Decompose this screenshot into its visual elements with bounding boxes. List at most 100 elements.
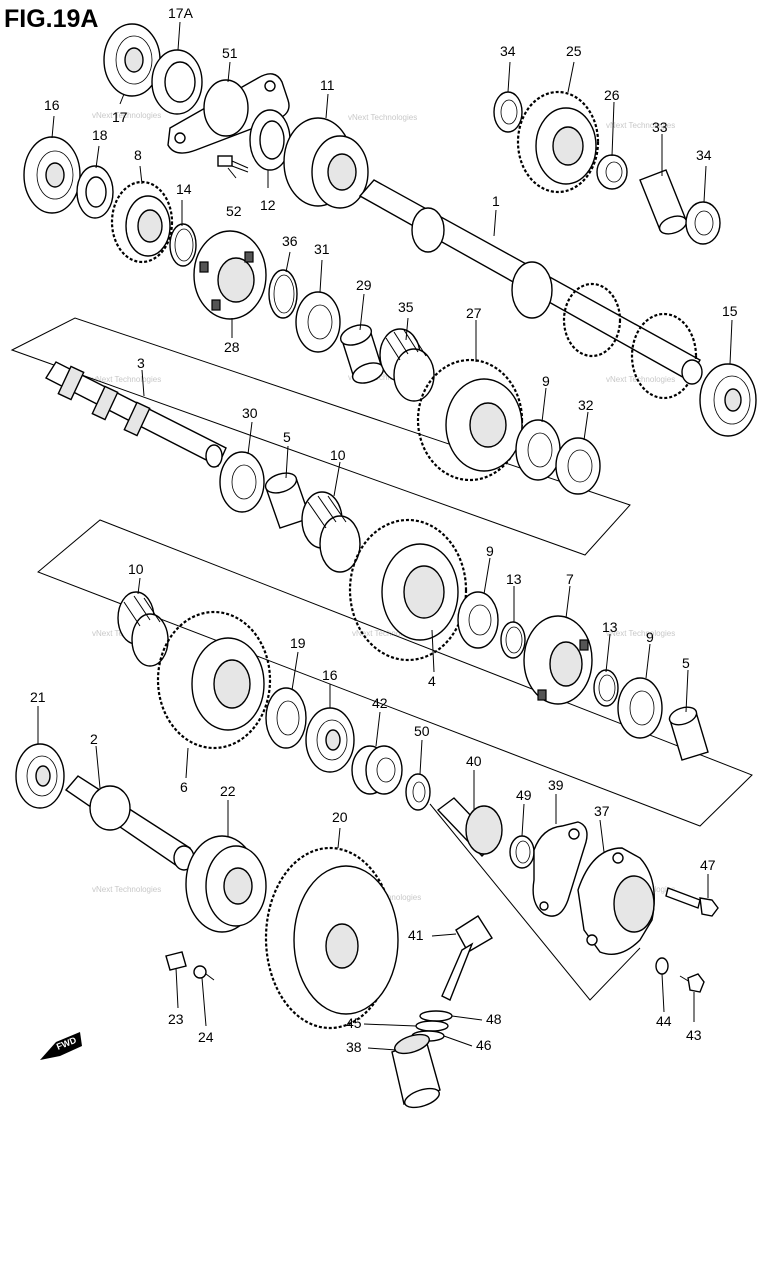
- callout-47: 47: [700, 857, 716, 873]
- callout-22: 22: [220, 783, 236, 799]
- callout-34: 34: [500, 43, 516, 59]
- callout-4: 4: [428, 673, 436, 689]
- callout-32: 32: [578, 397, 594, 413]
- part-20-final-gear: [264, 846, 399, 1030]
- part-52-screw: [217, 155, 249, 173]
- callout-43: 43: [686, 1027, 702, 1043]
- callout-40: 40: [466, 753, 482, 769]
- watermark: vNext Technologies: [352, 629, 421, 638]
- part-2-output-shaft: [64, 775, 195, 871]
- part-13-circlip: [593, 669, 619, 707]
- callout-41: 41: [408, 927, 424, 943]
- part-9-splined-washer: [457, 591, 499, 649]
- callout-14: 14: [176, 181, 192, 197]
- callout-9: 9: [542, 373, 550, 389]
- part-9-splined-washer: [515, 419, 561, 481]
- callout-5: 5: [682, 655, 690, 671]
- part-14-circlip: [169, 223, 197, 267]
- part-17-bearing: [103, 23, 161, 97]
- watermark: vNext Technologies: [606, 629, 675, 638]
- watermark: vNext Technologies: [92, 111, 161, 120]
- part-3-driveshaft: [45, 361, 227, 468]
- callout-28: 28: [224, 339, 240, 355]
- part-16-bearing: [23, 136, 81, 214]
- part-6-gear: [156, 610, 272, 750]
- part-40-drive-gear: [436, 797, 503, 858]
- part-28-shift-gear: [193, 230, 267, 320]
- watermark: vNext Technologies: [92, 375, 161, 384]
- callout-48: 48: [486, 1011, 502, 1027]
- part-35-needle-bearing: [379, 328, 435, 402]
- callout-1: 1: [492, 193, 500, 209]
- callout-10: 10: [330, 447, 346, 463]
- callout-15: 15: [722, 303, 738, 319]
- part-42-bushing: [351, 745, 403, 795]
- part-27-gear: [416, 358, 524, 482]
- part-1-countershaft: [358, 179, 703, 400]
- callout-26: 26: [604, 87, 620, 103]
- part-13-circlip: [500, 621, 526, 659]
- callout-13: 13: [602, 619, 618, 635]
- callout-33: 33: [652, 119, 668, 135]
- callout-44: 44: [656, 1013, 672, 1029]
- part-29-bushing: [339, 324, 385, 384]
- callout-34: 34: [696, 147, 712, 163]
- callout-16: 16: [322, 667, 338, 683]
- callouts: 17 17A 51 52 12 11 16 18 8 14 28 36 31 2…: [30, 5, 738, 1055]
- pump-group-box: [429, 803, 641, 1001]
- part-45-washer: [415, 1020, 449, 1032]
- watermark: vNext Technologies: [606, 375, 675, 384]
- callout-5: 5: [283, 429, 291, 445]
- watermark: vNext Technologies: [348, 373, 417, 382]
- part-4-gear: [348, 518, 468, 662]
- part-30-splined-washer: [219, 451, 265, 513]
- part-5-bushing: [668, 706, 709, 761]
- part-38-coupling: [391, 1033, 441, 1109]
- callout-25: 25: [566, 43, 582, 59]
- callout-23: 23: [168, 1011, 184, 1027]
- callout-19: 19: [290, 635, 306, 651]
- callout-2: 2: [90, 731, 98, 747]
- callout-29: 29: [356, 277, 372, 293]
- callout-50: 50: [414, 723, 430, 739]
- fwd-arrow-icon: FWD: [40, 1032, 82, 1060]
- part-8-gear: [110, 180, 174, 264]
- callout-45: 45: [346, 1015, 362, 1031]
- part-23-lock-plate: [165, 951, 187, 971]
- callout-17: 17: [112, 109, 128, 125]
- part-11-bearing: [283, 117, 369, 209]
- callout-46: 46: [476, 1037, 492, 1053]
- callout-24: 24: [198, 1029, 214, 1045]
- callout-10: 10: [128, 561, 144, 577]
- callout-7: 7: [566, 571, 574, 587]
- callout-8: 8: [134, 147, 142, 163]
- callout-16: 16: [44, 97, 60, 113]
- part-47-bolt: [665, 887, 719, 917]
- watermark: vNext Technologies: [92, 885, 161, 894]
- watermark: vNext Technologies: [348, 113, 417, 122]
- watermark: vNext Technologies: [606, 121, 675, 130]
- callout-37: 37: [594, 803, 610, 819]
- callout-38: 38: [346, 1039, 362, 1055]
- figure-title: FIG.19A: [4, 5, 98, 33]
- part-34-washer: [685, 201, 721, 245]
- part-19-washer: [265, 687, 307, 749]
- part-49-o-ring: [509, 835, 535, 869]
- part-51-retainer-plate: [167, 73, 290, 154]
- callout-6: 6: [180, 779, 188, 795]
- leader-lines: [37, 21, 733, 1051]
- callout-42: 42: [372, 695, 388, 711]
- driveshaft-group-box: [37, 519, 753, 827]
- part-26-bushing: [596, 154, 628, 190]
- part-18-washer: [76, 165, 114, 219]
- callout-39: 39: [548, 777, 564, 793]
- callout-9: 9: [486, 543, 494, 559]
- part-22-bearing: [185, 835, 267, 933]
- callout-52: 52: [226, 203, 242, 219]
- callout-9: 9: [646, 629, 654, 645]
- part-16-bearing: [305, 707, 355, 773]
- part-31-splined-washer: [295, 291, 341, 353]
- callout-11: 11: [320, 77, 335, 93]
- callout-13: 13: [506, 571, 522, 587]
- part-10-needle-bearing: [301, 491, 361, 573]
